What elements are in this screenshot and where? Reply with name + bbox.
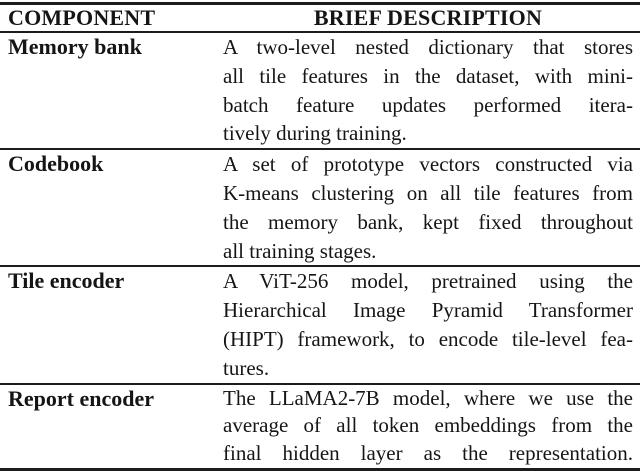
description-line: tures. [223, 355, 270, 380]
description-line: The LLaMA2-7B model, where we use the [223, 385, 633, 410]
component-cell: Report encoder [0, 385, 223, 468]
description-line: K-means clustering on all tile features … [223, 180, 633, 205]
top-rule [0, 2, 640, 5]
table-header-row: COMPONENT BRIEF DESCRIPTION [0, 5, 640, 31]
description-cell: A two-level nested dictionary that store… [223, 33, 633, 148]
description-line: Hierarchical Image Pyramid Transformer [223, 298, 633, 323]
description-line: A set of prototype vectors constructed v… [223, 152, 633, 177]
table-row-report-encoder: Report encoder The LLaMA2-7B model, wher… [0, 385, 640, 468]
component-name: Tile encoder [8, 268, 125, 294]
description-column-header: BRIEF DESCRIPTION [313, 5, 543, 30]
row-separator-rule [0, 382, 640, 385]
table-row-codebook: Codebook A set of prototype vectors cons… [0, 150, 640, 265]
table-row-tile-encoder: Tile encoder A ViT-256 model, pretrained… [0, 267, 640, 382]
component-name: Report encoder [8, 385, 155, 411]
description-line: average of all token embeddings from the [223, 413, 633, 438]
header-cell-description: BRIEF DESCRIPTION [223, 5, 633, 31]
description-line: (HIPT) framework, to encode tile-level f… [223, 326, 633, 351]
description-line: batch feature updates performed itera- [223, 92, 633, 117]
table-row-memory-bank: Memory bank A two-level nested dictionar… [0, 33, 640, 148]
description-line: tively during training. [223, 121, 407, 146]
row-separator-rule [0, 265, 640, 268]
component-name: Memory bank [8, 34, 142, 59]
description-line: all tile features in the dataset, with m… [223, 63, 633, 88]
component-cell: Memory bank [0, 33, 223, 148]
row-separator-rule [0, 148, 640, 151]
header-rule [0, 31, 640, 33]
description-line: A ViT-256 model, pretrained using the [223, 269, 633, 294]
description-cell: A set of prototype vectors constructed v… [223, 150, 633, 265]
description-line: the memory bank, kept fixed throughout [223, 209, 633, 234]
description-line: final hidden layer as the representation… [223, 441, 633, 466]
component-cell: Codebook [0, 150, 223, 265]
component-cell: Tile encoder [0, 267, 223, 382]
component-column-header: COMPONENT [8, 5, 156, 30]
description-line: all training stages. [223, 238, 377, 263]
description-cell: A ViT-256 model, pretrained using the Hi… [223, 267, 633, 382]
header-cell-component: COMPONENT [0, 5, 223, 31]
component-name: Codebook [8, 151, 104, 177]
description-cell: The LLaMA2-7B model, where we use the av… [223, 385, 633, 468]
description-line: A two-level nested dictionary that store… [223, 35, 633, 59]
